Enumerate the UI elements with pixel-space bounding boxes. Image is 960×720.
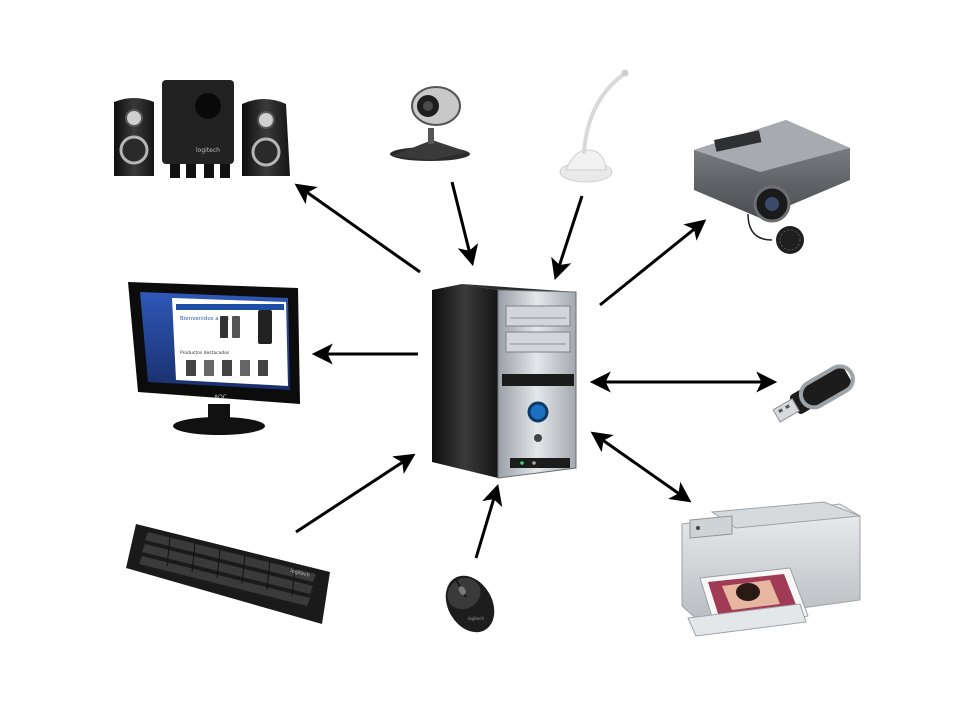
- arrow-printer-bidirectional: [590, 431, 692, 503]
- printer-scanner-icon: [681, 501, 861, 637]
- speakers-brand-label: logitech: [196, 147, 220, 154]
- projector-icon: [694, 120, 850, 254]
- usb-flash-drive-icon: [772, 364, 855, 423]
- arrows: [294, 181, 778, 559]
- arrow-to-speakers: [294, 183, 421, 274]
- mouse-icon: logitech: [445, 575, 495, 633]
- computer-tower-icon: [432, 284, 577, 479]
- monitor-brand-label: AOC: [214, 394, 227, 401]
- arrow-from-webcam: [450, 181, 479, 267]
- monitor-icon: Bienvenidos a ITS Productos destacados A…: [128, 282, 300, 435]
- arrow-to-projector: [599, 219, 707, 307]
- microphone-icon: [559, 69, 629, 183]
- monitor-screen-banner: Bienvenidos a ITS: [180, 316, 229, 322]
- keyboard-brand-label: logitech: [290, 568, 311, 579]
- arrow-from-keyboard: [295, 453, 416, 534]
- keyboard-icon: logitech: [126, 524, 330, 624]
- speakers-icon: logitech: [114, 80, 290, 178]
- webcam-icon: [390, 86, 470, 161]
- monitor-screen-section: Productos destacados: [180, 350, 230, 356]
- arrow-from-microphone: [551, 195, 584, 280]
- arrow-from-mouse: [474, 483, 503, 559]
- mouse-brand-label: logitech: [468, 616, 484, 621]
